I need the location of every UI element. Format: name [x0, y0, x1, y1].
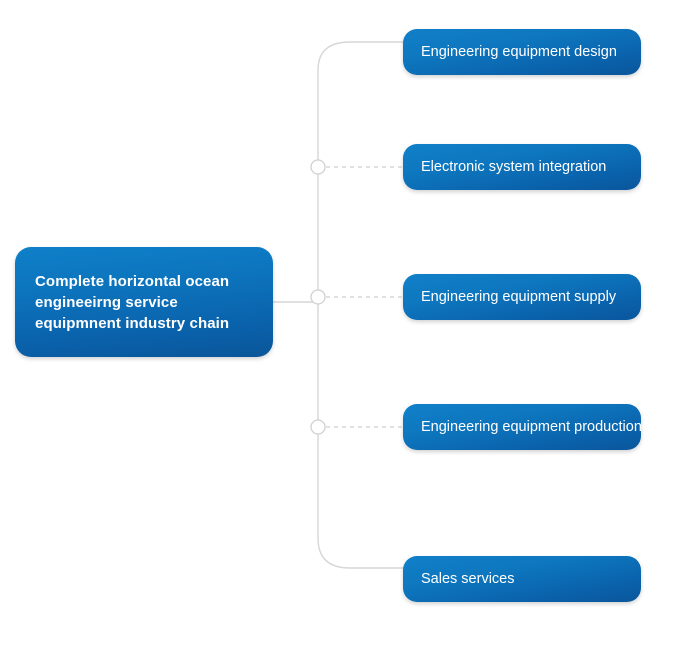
branch-node-label: Sales services [421, 571, 515, 587]
branch-node-engineering-equipment-design[interactable]: Engineering equipment design [403, 29, 641, 75]
branch-node-electronic-system-integration[interactable]: Electronic system integration [403, 144, 641, 190]
branch-node-label: Engineering equipment production [421, 419, 642, 435]
junction-marker-icon-3 [310, 419, 326, 435]
junction-marker-icon-1 [310, 159, 326, 175]
root-node-label: Complete horizontal ocean engineeirng se… [35, 272, 230, 332]
branch-node-sales-services[interactable]: Sales services [403, 556, 641, 602]
connector-branch-4 [317, 537, 403, 569]
branch-node-engineering-equipment-supply[interactable]: Engineering equipment supply [403, 274, 641, 320]
root-node[interactable]: Complete horizontal ocean engineeirng se… [15, 247, 273, 357]
branch-node-label: Engineering equipment supply [421, 289, 617, 305]
junction-marker-icon-2 [310, 289, 326, 305]
branch-node-label: Engineering equipment design [421, 44, 617, 60]
connector-branch-0 [317, 41, 403, 71]
branch-node-label: Electronic system integration [421, 159, 607, 175]
branch-node-engineering-equipment-production[interactable]: Engineering equipment production [403, 404, 642, 450]
